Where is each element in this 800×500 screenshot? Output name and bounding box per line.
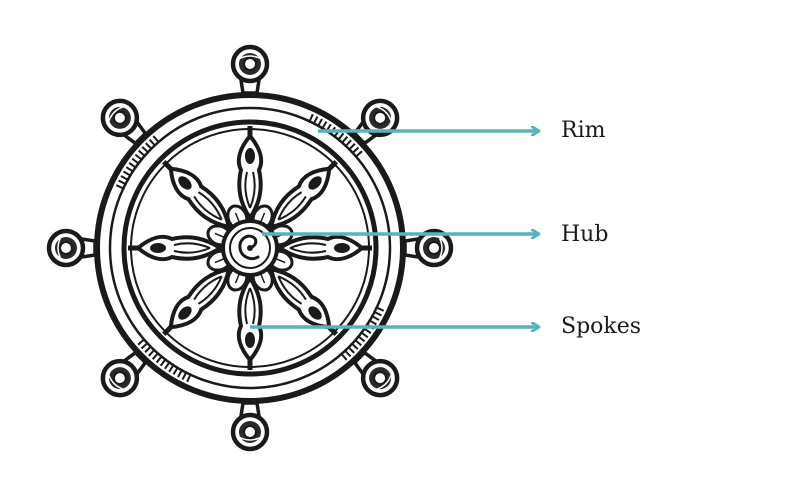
hub-label: Hub <box>561 222 608 247</box>
spokes-label: Spokes <box>561 314 641 339</box>
dharma-wheel-illustration <box>49 47 451 449</box>
part-labels: Rim Hub Spokes <box>561 118 641 339</box>
wheel-hub <box>223 221 277 275</box>
rim-label: Rim <box>561 118 606 143</box>
